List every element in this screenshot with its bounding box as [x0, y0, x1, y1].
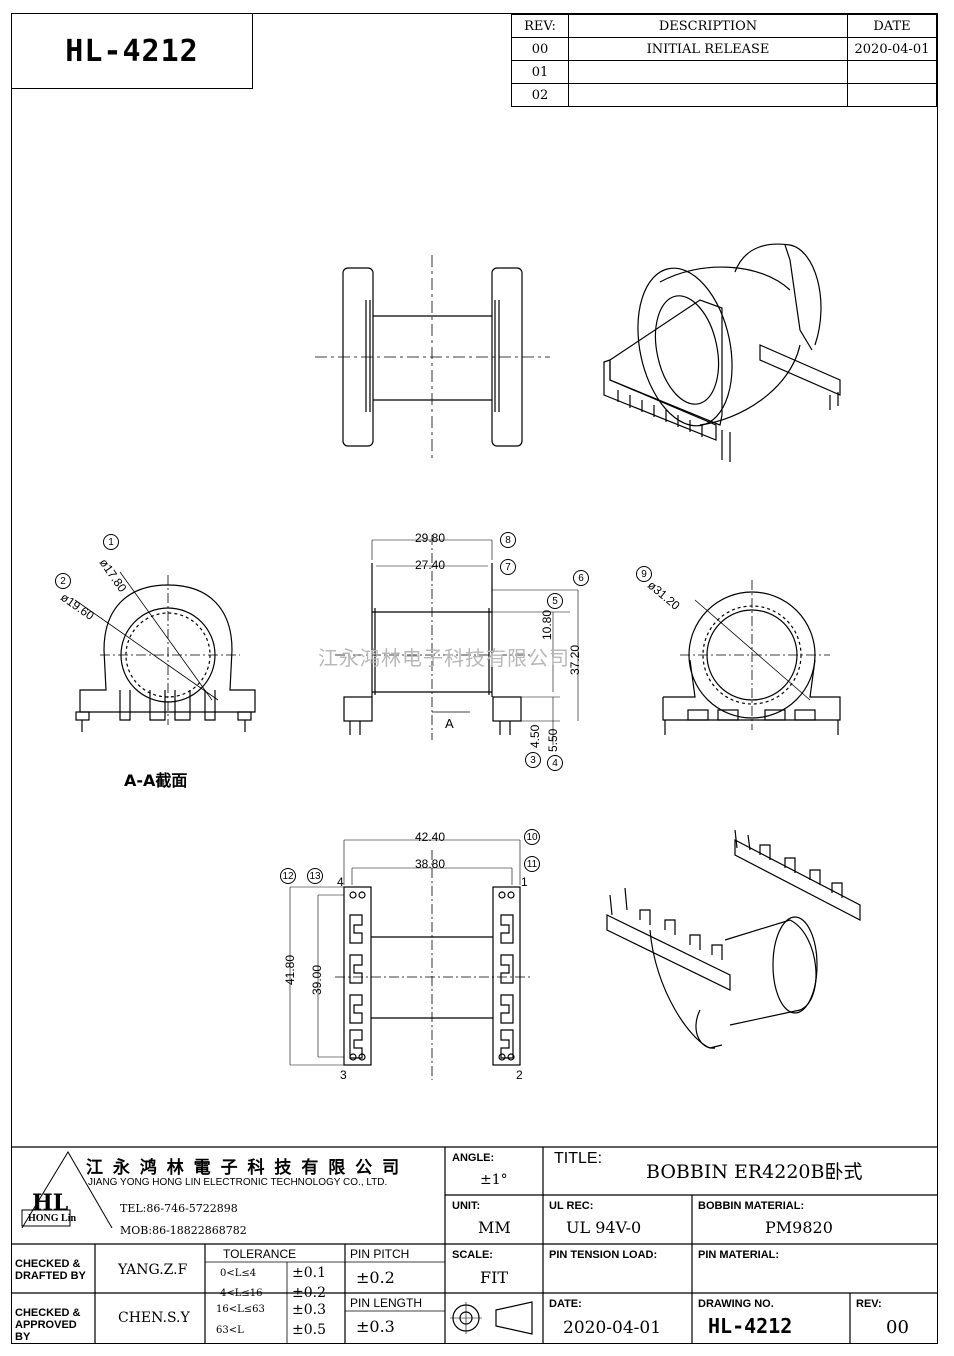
- pin-label-2: 2: [516, 1068, 523, 1082]
- pin-label-3: 3: [340, 1068, 347, 1082]
- balloon-9: 9: [636, 566, 652, 582]
- revision-table: REV: DESCRIPTION DATE 00 INITIAL RELEASE…: [511, 14, 937, 107]
- balloon-1: 1: [103, 534, 119, 550]
- balloon-10: 10: [524, 829, 540, 845]
- tolerance-range-1: 0<L≤4: [220, 1268, 257, 1279]
- drawing-no-label: DRAWING NO.: [698, 1298, 774, 1310]
- company-tel: TEL:86-746-5722898: [120, 1202, 238, 1215]
- dim-39-00: 39.00: [310, 964, 324, 995]
- table-row: 01: [511, 60, 937, 84]
- rev-cell: 01: [511, 60, 569, 84]
- table-row: 00 INITIAL RELEASE 2020-04-01: [511, 37, 937, 61]
- dim-4-50: 4.50: [528, 724, 542, 748]
- date-label: DATE:: [549, 1298, 582, 1310]
- title-value: BOBBIN ER4220B卧式: [646, 1161, 863, 1183]
- logo-sub: HONG Lin: [28, 1213, 77, 1224]
- drawing-no-value: HL-4212: [708, 1314, 793, 1338]
- section-label: A-A截面: [124, 771, 188, 790]
- tolerance-range-4: 63<L: [216, 1325, 244, 1336]
- rev-label: REV:: [856, 1298, 882, 1310]
- ul-rec-label: UL REC:: [549, 1200, 594, 1212]
- rev-cell: 02: [511, 83, 569, 107]
- bobbin-material-value: PM9820: [765, 1218, 833, 1237]
- balloon-8: 8: [500, 532, 516, 548]
- tolerance-value-3: ±0.3: [292, 1302, 326, 1318]
- part-number-title: HL-4212: [12, 14, 253, 89]
- balloon-2: 2: [55, 573, 71, 589]
- top-view: [315, 255, 550, 460]
- company-mob: MOB:86-18822868782: [120, 1224, 247, 1237]
- dim-42-40: 42.40: [415, 830, 446, 844]
- dim-41-80: 41.80: [283, 954, 297, 985]
- balloon-3: 3: [525, 752, 541, 768]
- ul-rec-value: UL 94V-0: [566, 1218, 642, 1237]
- logo-text: HL: [32, 1190, 69, 1216]
- watermark: 江永鸿林电子科技有限公司: [318, 646, 570, 670]
- pin-material-label: PIN MATERIAL:: [698, 1249, 780, 1261]
- isometric-view-top: [603, 243, 841, 462]
- angle-value: ±1°: [480, 1172, 508, 1188]
- bottom-view: [289, 839, 530, 1080]
- pin-length-label: PIN LENGTH: [350, 1296, 423, 1310]
- title-label: TITLE:: [554, 1150, 603, 1167]
- date-value: 2020-04-01: [563, 1318, 662, 1338]
- balloon-6: 6: [573, 570, 589, 586]
- pin-length-value: ±0.3: [356, 1317, 395, 1336]
- pin-pitch-value: ±0.2: [356, 1268, 395, 1287]
- front-view: [335, 535, 579, 745]
- tolerance-value-4: ±0.5: [292, 1322, 326, 1338]
- side-view: [662, 580, 841, 735]
- description-col-header: DESCRIPTION: [568, 14, 848, 38]
- unit-label: UNIT:: [452, 1200, 481, 1212]
- drawing-frame: [11, 13, 938, 1344]
- scale-value: FIT: [480, 1268, 509, 1287]
- tolerance-range-2: 4<L≤16: [220, 1288, 263, 1299]
- rev-cell: 00: [511, 37, 569, 61]
- pin-label-1: 1: [521, 875, 528, 889]
- pin-pitch-label: PIN PITCH: [350, 1247, 410, 1261]
- description-cell: [568, 83, 848, 107]
- balloon-12: 12: [280, 868, 296, 884]
- company-name-en: JIANG YONG HONG LIN ELECTRONIC TECHNOLOG…: [88, 1177, 388, 1188]
- company-name-cn: 江 永 鸿 林 電 子 科 技 有 限 公 司: [86, 1158, 402, 1178]
- tolerance-label: TOLERANCE: [223, 1247, 297, 1261]
- checked-approved-label: CHECKED & APPROVED BY: [15, 1307, 81, 1343]
- dim-5-50: 5.50: [546, 728, 560, 752]
- angle-label: ANGLE:: [452, 1152, 495, 1164]
- tolerance-value-2: ±0.2: [292, 1285, 326, 1301]
- dim-37-20: 37.20: [568, 644, 582, 675]
- checked-approved-value: CHEN.S.Y: [118, 1310, 190, 1326]
- dim-10-80: 10.80: [540, 609, 554, 640]
- date-col-header: DATE: [847, 14, 937, 38]
- pin-tension-label: PIN TENSION LOAD:: [549, 1249, 658, 1261]
- checked-drafted-label: CHECKED & DRAFTED BY: [15, 1258, 86, 1282]
- dim-27-40: 27.40: [415, 558, 446, 572]
- date-cell: [847, 83, 937, 107]
- unit-value: MM: [478, 1218, 511, 1237]
- section-marker-a: A: [445, 716, 454, 731]
- dim-38-80: 38.80: [415, 857, 446, 871]
- balloon-13: 13: [307, 868, 323, 884]
- dim-29-80: 29.80: [415, 531, 446, 545]
- rev-value: 00: [886, 1317, 909, 1338]
- bobbin-material-label: BOBBIN MATERIAL:: [698, 1200, 805, 1212]
- table-row: 02: [511, 83, 937, 107]
- isometric-view-bottom: [606, 829, 861, 1049]
- balloon-5: 5: [547, 593, 563, 609]
- tolerance-range-3: 16<L≤63: [216, 1304, 265, 1315]
- title-block-lines: [12, 1146, 938, 1344]
- section-view-aa: [74, 571, 256, 732]
- balloon-7: 7: [500, 559, 516, 575]
- balloon-11: 11: [524, 856, 540, 872]
- description-cell: INITIAL RELEASE: [568, 37, 848, 61]
- tolerance-value-1: ±0.1: [292, 1265, 326, 1281]
- pin-label-4: 4: [337, 875, 344, 889]
- checked-drafted-value: YANG.Z.F: [118, 1262, 188, 1278]
- balloon-4: 4: [547, 755, 563, 771]
- date-cell: 2020-04-01: [847, 37, 937, 61]
- scale-label: SCALE:: [452, 1249, 493, 1261]
